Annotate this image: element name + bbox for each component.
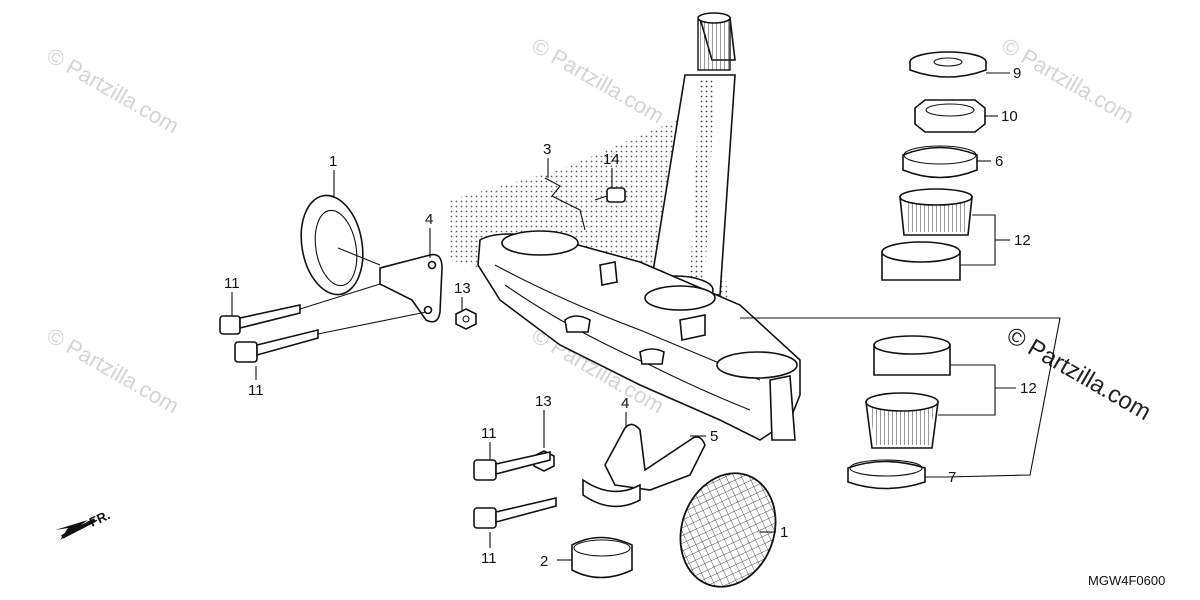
bolt-part	[234, 328, 319, 363]
reflector-part	[300, 194, 381, 296]
triple-clamp	[477, 230, 801, 441]
callout-label: 4	[425, 211, 433, 228]
callout-label: 11	[224, 275, 240, 292]
callout-label: 13	[535, 393, 552, 410]
watermark: © Partzilla.com	[528, 33, 669, 129]
leader-lines	[231, 72, 1016, 561]
screw-part	[594, 187, 626, 203]
seal-part	[902, 145, 978, 179]
lock-washer-part	[909, 51, 987, 78]
callout-label: 12	[1014, 232, 1031, 249]
callout-label: 12	[1020, 380, 1037, 397]
callout-label: 10	[1001, 108, 1018, 125]
callout-label: 9	[1013, 65, 1021, 82]
callout-label: 14	[603, 151, 620, 168]
race-part	[873, 335, 951, 376]
callout-label: 11	[481, 550, 497, 567]
nut-part	[914, 99, 986, 133]
callout-label: 1	[329, 153, 337, 170]
callout-label: 2	[540, 553, 548, 570]
bracket-part	[604, 423, 706, 491]
callout-label: 5	[710, 428, 718, 445]
seal-part	[847, 459, 926, 490]
callout-label: 13	[454, 280, 471, 297]
race-part	[881, 241, 961, 281]
callout-label: 11	[481, 425, 497, 442]
bearing-part	[899, 188, 973, 236]
watermark: © Partzilla.com	[43, 43, 184, 139]
clip-part	[544, 177, 586, 231]
direction-label: FR.	[87, 507, 112, 529]
collar-part	[571, 536, 633, 579]
watermark-strong: © Partzilla.com	[1002, 322, 1156, 426]
assembly-line	[740, 317, 1061, 478]
callout-label: 11	[248, 382, 264, 399]
diagram-code: MGW4F0600	[1088, 573, 1165, 588]
watermark: © Partzilla.com	[43, 323, 184, 419]
bracket-part	[379, 253, 443, 323]
callout-label: 4	[621, 395, 629, 412]
bolt-part	[473, 496, 557, 529]
callout-label: 7	[948, 469, 956, 486]
callout-label: 6	[995, 153, 1003, 170]
callout-label: 3	[543, 141, 551, 158]
direction-arrow-icon	[55, 518, 96, 540]
bolt-part	[219, 304, 301, 335]
bolt-part	[473, 451, 551, 481]
reflector-part	[679, 472, 777, 588]
bearing-part	[865, 392, 939, 449]
nut-part	[455, 308, 477, 330]
bracket-part	[582, 478, 641, 508]
callout-label: 1	[780, 524, 788, 541]
